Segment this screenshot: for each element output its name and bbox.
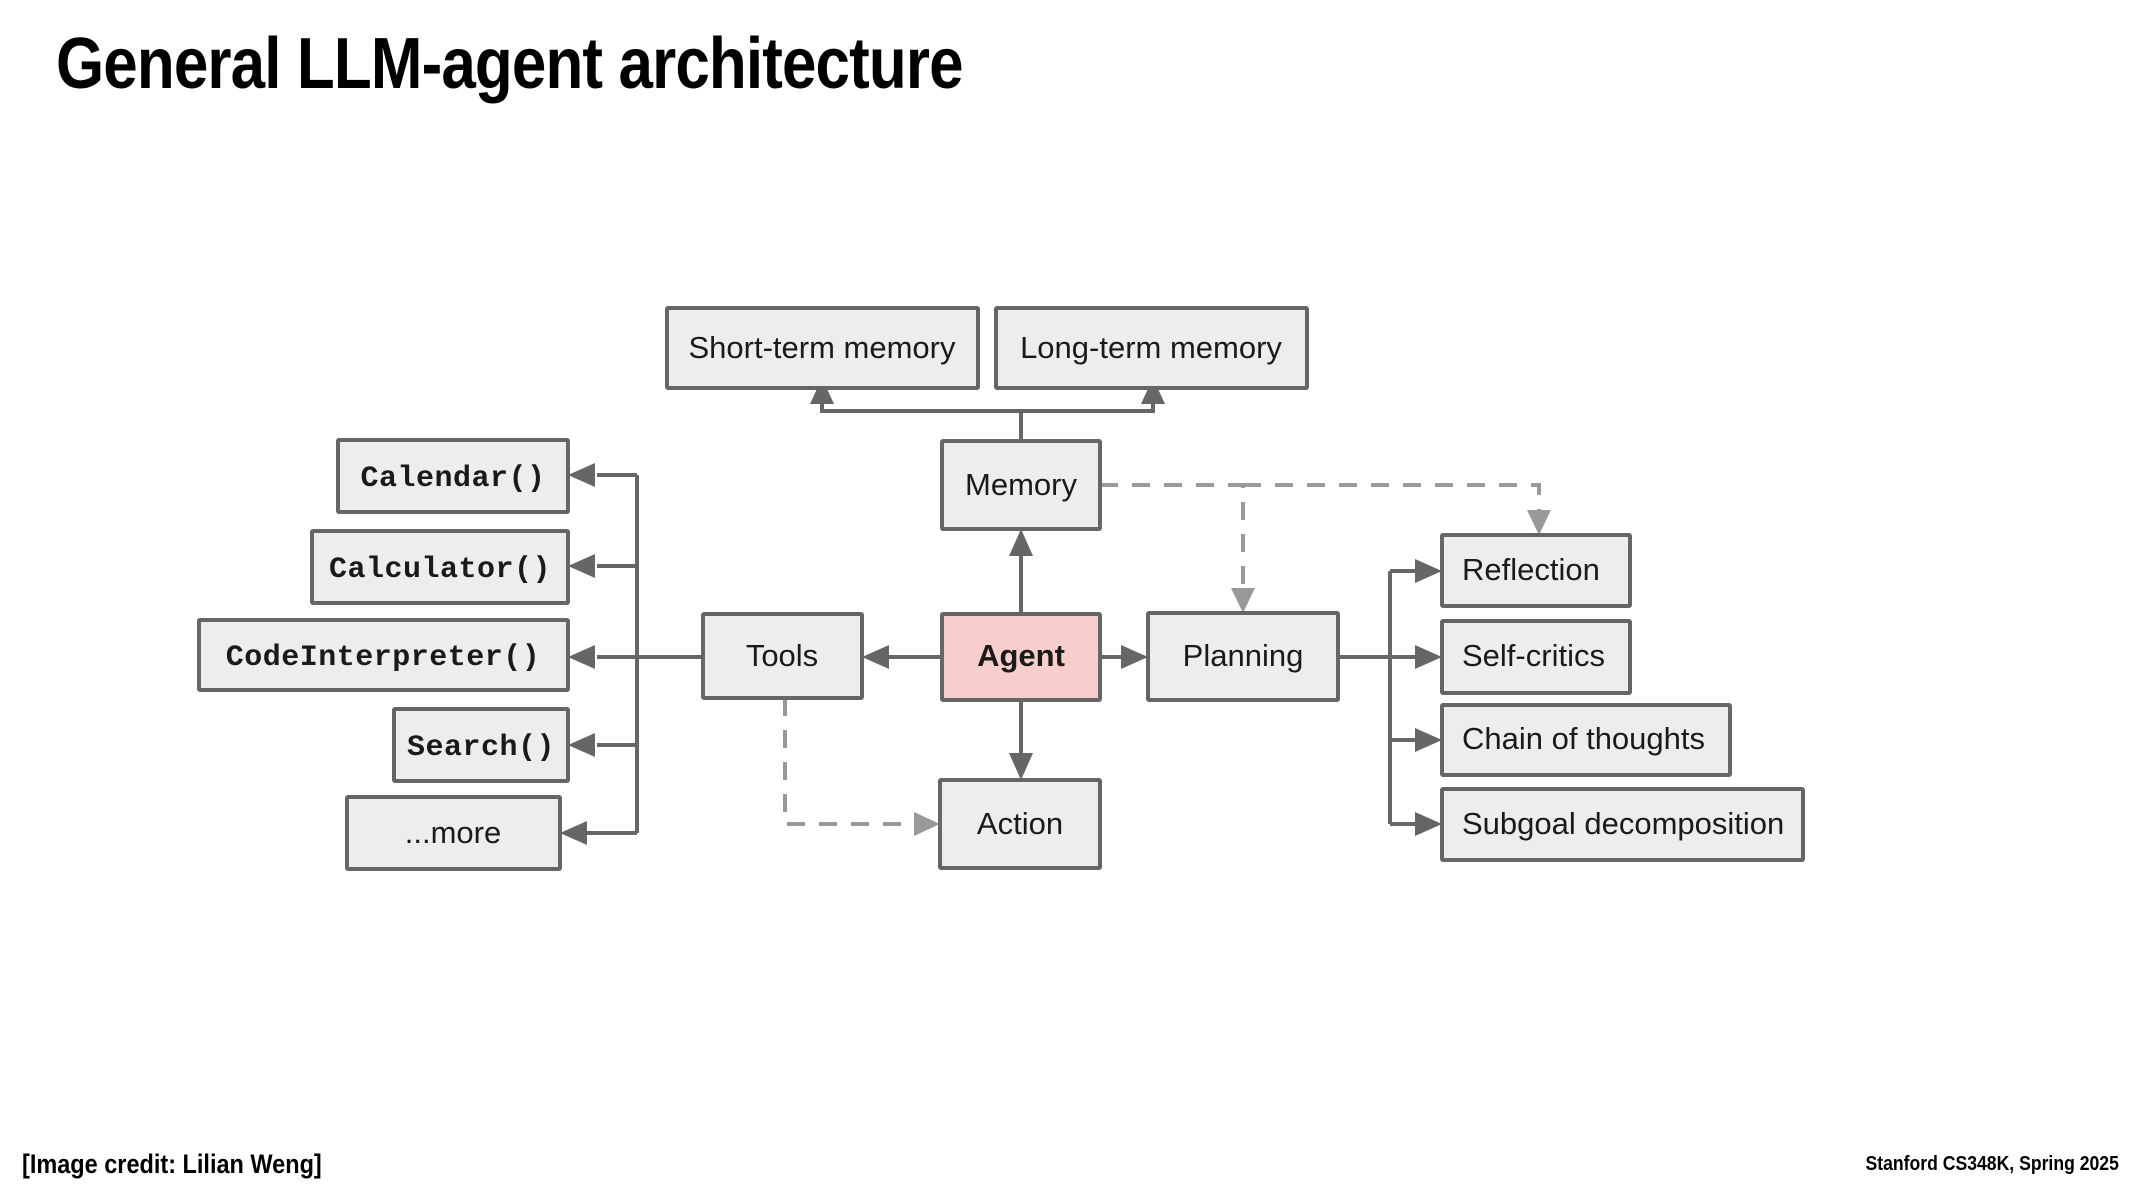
box-tool-codeinterpreter[interactable]: CodeInterpreter() — [197, 618, 570, 692]
box-tool-calendar-label: Calendar() — [360, 462, 545, 496]
arrow-head-subgoal-decomposition — [1415, 812, 1442, 836]
arrow-head-memory — [1009, 529, 1033, 556]
box-tool-more[interactable]: ...more — [345, 795, 562, 871]
box-long-term-memory-rect[interactable] — [994, 306, 1309, 390]
box-planning-reflection[interactable]: Reflection — [1440, 533, 1632, 608]
box-tool-calculator[interactable]: Calculator() — [310, 529, 570, 605]
box-tool-search-label: Search() — [407, 731, 555, 765]
box-planning-rect[interactable] — [1146, 611, 1340, 702]
box-tools-rect[interactable] — [701, 612, 864, 700]
arrow-head-long-term-memory — [1141, 378, 1165, 404]
box-long-term-memory-label: Long-term memory — [1020, 330, 1282, 365]
box-planning-subgoal-decomposition-label: Subgoal decomposition — [1462, 806, 1784, 841]
box-planning-self-critics-label: Self-critics — [1462, 638, 1605, 673]
box-short-term-memory-label: Short-term memory — [689, 330, 956, 365]
edge-memory-to-planning-dashed — [1100, 483, 1245, 594]
box-agent-rect[interactable] — [940, 612, 1102, 702]
box-action[interactable]: Action — [938, 778, 1102, 870]
arrow-head-reflection-dashed — [1527, 510, 1551, 535]
box-planning-reflection-label: Reflection — [1462, 552, 1600, 587]
box-short-term-memory[interactable]: Short-term memory — [665, 306, 980, 390]
box-tool-search-rect[interactable] — [392, 707, 570, 783]
edge-tools-to-action-dashed — [783, 698, 918, 826]
arrow-head-action-dashed — [914, 812, 940, 836]
box-tool-search[interactable]: Search() — [392, 707, 570, 783]
box-planning-chain-of-thoughts[interactable]: Chain of thoughts — [1440, 703, 1732, 777]
box-agent-label: Agent — [977, 638, 1065, 673]
arrow-head-codeinterpreter — [568, 645, 595, 669]
box-planning-label: Planning — [1183, 638, 1304, 673]
box-short-term-memory-rect[interactable] — [665, 306, 980, 390]
edge-planning-trunk — [1338, 569, 1418, 826]
box-tool-more-rect[interactable] — [345, 795, 562, 871]
box-memory-label: Memory — [965, 467, 1077, 502]
box-tool-calendar[interactable]: Calendar() — [336, 438, 570, 514]
arrow-head-reflection — [1415, 559, 1442, 583]
box-planning[interactable]: Planning — [1146, 611, 1340, 702]
box-tools[interactable]: Tools — [701, 612, 864, 700]
box-planning-self-critics-rect[interactable] — [1440, 619, 1632, 695]
edge-tools-trunk — [585, 473, 703, 835]
arrow-head-more — [560, 821, 587, 845]
box-planning-reflection-rect[interactable] — [1440, 533, 1632, 608]
arrow-head-tools — [862, 645, 889, 669]
arrow-head-calculator — [568, 554, 595, 578]
box-planning-subgoal-decomposition-rect[interactable] — [1440, 787, 1805, 862]
edge-memory-to-memory-types — [820, 388, 1155, 441]
box-planning-self-critics[interactable]: Self-critics — [1440, 619, 1632, 695]
box-action-rect[interactable] — [938, 778, 1102, 870]
edge-memory-to-reflection-dashed — [1243, 483, 1541, 516]
box-tools-label: Tools — [746, 638, 818, 673]
box-tool-codeinterpreter-label: CodeInterpreter() — [226, 641, 541, 675]
box-tool-calculator-label: Calculator() — [329, 553, 551, 587]
arrow-head-calendar — [568, 463, 595, 487]
page-title: General LLM-agent architecture — [56, 24, 964, 104]
arrow-head-action — [1009, 753, 1033, 780]
box-memory[interactable]: Memory — [940, 439, 1102, 531]
box-agent[interactable]: Agent — [940, 612, 1102, 702]
image-credit: [Image credit: Lilian Weng] — [22, 1149, 322, 1179]
arrow-head-search — [568, 733, 595, 757]
box-action-label: Action — [977, 806, 1063, 841]
course-footer: Stanford CS348K, Spring 2025 — [1865, 1153, 2119, 1175]
box-planning-chain-of-thoughts-rect[interactable] — [1440, 703, 1732, 777]
box-tool-calendar-rect[interactable] — [336, 438, 570, 514]
box-tool-codeinterpreter-rect[interactable] — [197, 618, 570, 692]
box-planning-chain-of-thoughts-label: Chain of thoughts — [1462, 721, 1705, 756]
arrow-head-short-term-memory — [810, 378, 834, 404]
box-planning-subgoal-decomposition[interactable]: Subgoal decomposition — [1440, 787, 1805, 862]
arrow-head-chain-of-thoughts — [1415, 728, 1442, 752]
arrow-head-planning — [1121, 645, 1148, 669]
box-long-term-memory[interactable]: Long-term memory — [994, 306, 1309, 390]
box-tool-more-label: ...more — [405, 815, 501, 850]
arrow-head-planning-dashed — [1231, 588, 1255, 613]
arrow-head-self-critics — [1415, 645, 1442, 669]
box-memory-rect[interactable] — [940, 439, 1102, 531]
box-tool-calculator-rect[interactable] — [310, 529, 570, 605]
